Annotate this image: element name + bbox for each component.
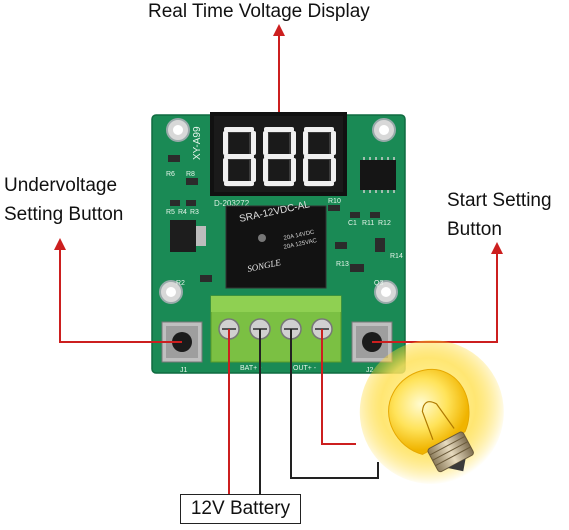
mounting-holes	[159, 118, 398, 304]
seven-segment-display: D-203272	[210, 112, 347, 208]
callout-arrows	[54, 24, 503, 343]
load-positive-wire	[321, 329, 356, 445]
pcb-board: D-203272 XY-A99	[151, 112, 406, 374]
model-mark: XY-A99	[192, 126, 203, 160]
terminal-label-bat: BAT+ -	[240, 365, 262, 372]
undervoltage-label-line2: Setting Button	[4, 204, 124, 225]
smd-components	[168, 155, 385, 282]
light-bulb-icon	[359, 340, 504, 485]
load-negative-wire	[290, 329, 379, 479]
svg-text:R14: R14	[390, 253, 403, 260]
svg-text:R2: R2	[176, 280, 185, 287]
start-label-line1: Start Setting	[447, 190, 552, 211]
svg-text:R11: R11	[362, 220, 374, 227]
wires	[228, 329, 379, 494]
button-j1-label: J1	[180, 367, 188, 374]
svg-text:Q3: Q3	[374, 280, 383, 287]
display-label: Real Time Voltage Display	[148, 1, 370, 22]
start-setting-arrow	[372, 242, 503, 343]
undervoltage-label-line1: Undervoltage	[4, 175, 118, 196]
svg-text:R4: R4	[178, 209, 187, 216]
battery-label: 12V Battery	[180, 494, 301, 524]
regulator	[170, 220, 206, 252]
svg-text:R3: R3	[190, 209, 199, 216]
svg-text:R6: R6	[166, 171, 175, 178]
svg-text:R10: R10	[328, 198, 341, 205]
ic-chip	[360, 157, 396, 193]
pcb-code: D-203272	[214, 199, 250, 208]
svg-text:R12: R12	[378, 220, 391, 227]
start-label-line2: Button	[447, 219, 502, 240]
relay: SRA-12VDC-AL 20A 14VDC 20A 125VAC SONGLE	[225, 199, 327, 289]
svg-text:R5: R5	[166, 209, 175, 216]
terminal-block: BAT+ - OUT+ -	[210, 295, 342, 372]
part-labels: R6 R8 R5 R4 R3 R2 R10 C1 R11 R12 R13 R14…	[166, 171, 403, 287]
svg-text:C1: C1	[348, 220, 357, 227]
button-j2-label: J2	[366, 367, 374, 374]
svg-text:R8: R8	[186, 171, 195, 178]
terminal-label-out: OUT+ -	[293, 365, 317, 372]
svg-text:R13: R13	[336, 261, 349, 268]
undervoltage-arrow	[54, 238, 182, 343]
